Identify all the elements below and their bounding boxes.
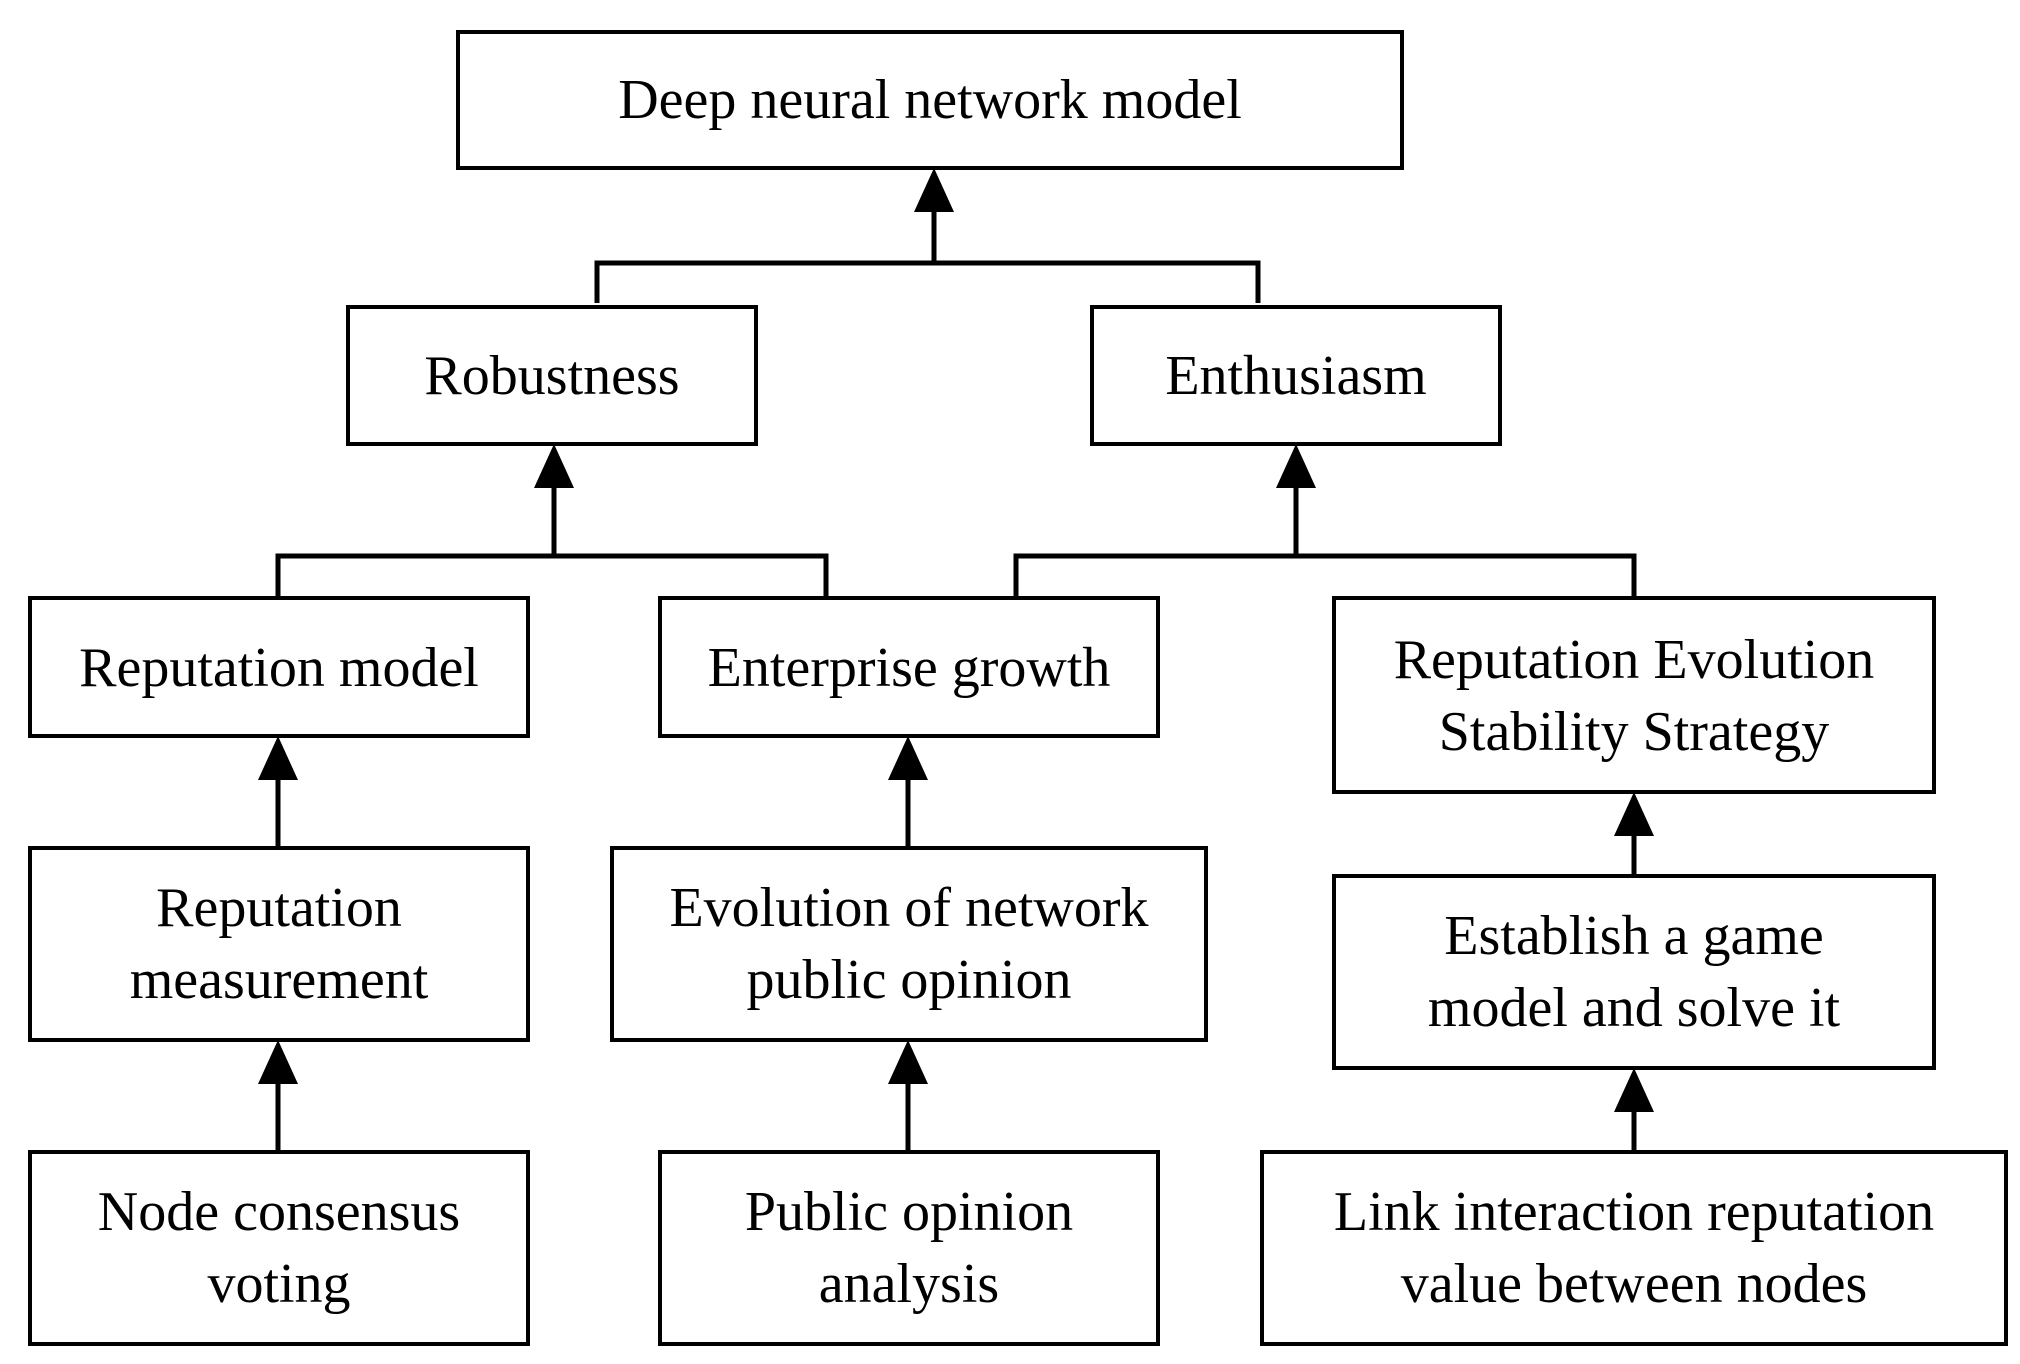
connector-to-enthusiasm bbox=[1013, 486, 1637, 596]
arrowhead-enthusiasm bbox=[1276, 444, 1316, 488]
node-label-line-2: voting bbox=[207, 1253, 350, 1315]
node-label-line-1: Establish a game bbox=[1444, 905, 1823, 967]
arrowhead-stability-strategy bbox=[1614, 792, 1654, 836]
connectors bbox=[258, 168, 1654, 1150]
node-reputation-measurement: Reputation measurement bbox=[28, 846, 530, 1042]
node-label-line-2: measurement bbox=[130, 949, 429, 1011]
node-label-line-1: Reputation bbox=[156, 877, 402, 939]
node-establish-game-model: Establish a game model and solve it bbox=[1332, 874, 1936, 1070]
node-label: Robustness bbox=[424, 345, 679, 407]
node-evolution-of-network-public-opinion: Evolution of network public opinion bbox=[610, 846, 1208, 1042]
node-enterprise-growth: Enterprise growth bbox=[658, 596, 1160, 738]
arrowhead-network-public-opinion bbox=[888, 1040, 928, 1084]
node-label: Enterprise growth bbox=[708, 637, 1111, 699]
node-label-line-1: Reputation Evolution bbox=[1394, 629, 1875, 691]
arrowhead-reputation-model bbox=[258, 736, 298, 780]
connector-to-robustness bbox=[275, 486, 829, 596]
arrowhead-game-model bbox=[1614, 1068, 1654, 1112]
connector-level2-to-root bbox=[594, 210, 1261, 303]
node-label-line-1: Link interaction reputation bbox=[1334, 1181, 1934, 1243]
node-label-line-1: Evolution of network bbox=[669, 877, 1148, 939]
node-label: Reputation model bbox=[79, 637, 479, 699]
node-enthusiasm: Enthusiasm bbox=[1090, 305, 1502, 446]
arrowhead-robustness bbox=[534, 444, 574, 488]
node-link-interaction-reputation: Link interaction reputation value betwee… bbox=[1260, 1150, 2008, 1346]
node-label-line-2: public opinion bbox=[746, 949, 1071, 1011]
node-label-line-2: value between nodes bbox=[1401, 1253, 1867, 1315]
arrowhead-root bbox=[914, 168, 954, 212]
node-reputation-model: Reputation model bbox=[28, 596, 530, 738]
arrowhead-reputation-measurement bbox=[258, 1040, 298, 1084]
node-label: Deep neural network model bbox=[618, 69, 1242, 131]
node-label-line-2: Stability Strategy bbox=[1439, 701, 1829, 763]
node-label-line-1: Public opinion bbox=[745, 1181, 1073, 1243]
node-node-consensus-voting: Node consensus voting bbox=[28, 1150, 530, 1346]
node-label-line-2: analysis bbox=[819, 1253, 999, 1315]
node-deep-neural-network-model: Deep neural network model bbox=[456, 30, 1404, 170]
node-reputation-evolution-stability-strategy: Reputation Evolution Stability Strategy bbox=[1332, 596, 1936, 794]
node-label: Enthusiasm bbox=[1165, 345, 1426, 407]
node-robustness: Robustness bbox=[346, 305, 758, 446]
node-label-line-1: Node consensus bbox=[98, 1181, 460, 1243]
node-public-opinion-analysis: Public opinion analysis bbox=[658, 1150, 1160, 1346]
arrowhead-enterprise-growth bbox=[888, 736, 928, 780]
node-label-line-2: model and solve it bbox=[1428, 977, 1841, 1039]
